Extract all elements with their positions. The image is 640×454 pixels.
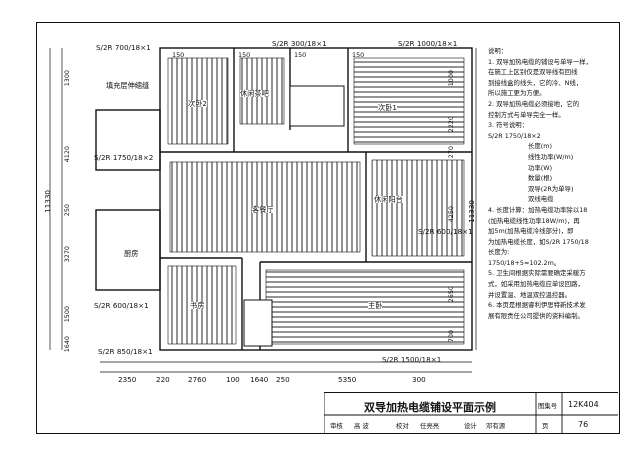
sign-role: 审核	[330, 422, 343, 430]
note-line: (加热电缆线性功率18W/m)，再	[488, 216, 580, 225]
room-label: 书房	[190, 301, 205, 310]
dim-bottom: 100	[226, 375, 240, 384]
dim-bottom: 220	[156, 375, 170, 384]
bathroom	[289, 85, 345, 127]
dim-right: 270	[447, 146, 455, 159]
note-line: 5. 卫生间根据实际需要确定采暖方	[488, 269, 586, 278]
dim-top: 150	[294, 51, 307, 59]
title-block-grid	[324, 393, 618, 433]
note-line: 到接线盒的线头，它的冷、N线，	[488, 78, 583, 87]
room-label: 休闲阳台	[374, 195, 403, 204]
cable-label: S/2R 600/18×1	[418, 227, 473, 236]
cable-zone-bedroom1	[353, 57, 465, 145]
dim-bottom: 2350	[118, 375, 137, 384]
room-label: 客餐厅	[252, 205, 274, 214]
dim-right: 4250	[447, 206, 455, 223]
sign-name: 邓有源	[486, 422, 506, 430]
cable-label: S/2R 1750/18×2	[94, 153, 154, 162]
expansion-joint-label: 填充层伸缩缝	[106, 81, 150, 90]
note-line: 在施工上区别仅是双导线有回线	[488, 68, 578, 77]
sign-role: 设计	[464, 422, 477, 430]
dim-right: 700	[447, 330, 455, 343]
cable-zone-balcony	[371, 159, 465, 257]
note-line: 线性功率(W/m)	[528, 152, 574, 161]
notes-panel: 说明： 1. 双导加热电缆的铺设与单导一样， 在施工上区别仅是双导线有回线 到接…	[488, 46, 616, 321]
note-line: 3. 符号说明：	[488, 121, 529, 130]
dim-left: 250	[63, 204, 71, 217]
room-label: 休闲茶吧	[240, 89, 269, 98]
cable-label: S/2R 1500/18×1	[382, 355, 442, 364]
note-line: S/2R 1750/18×2	[488, 131, 541, 140]
note-line: 双线电缆	[528, 195, 554, 204]
note-line: 加5m(加热电缆冷线部分)，即	[488, 227, 574, 236]
cable-label: S/2R 700/18×1	[96, 43, 151, 52]
title-block: 双导加热电缆铺设平面示例 图集号 12K404 页 76 审核 高 波 校对 任…	[324, 392, 618, 433]
dim-bottom: 250	[276, 375, 290, 384]
room-label: 厨房	[124, 249, 139, 258]
drawing-title: 双导加热电缆铺设平面示例	[364, 401, 496, 414]
room-label: 次卧2	[188, 99, 207, 108]
dim-left-outer: 11330	[43, 190, 52, 213]
outer-wall	[159, 47, 473, 351]
note-line: 长度为:	[488, 248, 510, 257]
note-line: 长度(m)	[528, 142, 552, 151]
dim-left: 1300	[63, 70, 71, 87]
dim-right: 2220	[447, 116, 455, 133]
balcony-wall	[95, 109, 161, 171]
cable-zone-master	[265, 269, 465, 345]
note-line: 6. 本页是根据睿利伊思特新技术发	[488, 301, 586, 310]
note-line: 功率(W)	[528, 163, 553, 172]
cable-label: S/2R 1000/18×1	[398, 39, 458, 48]
dim-bottom: 5350	[338, 375, 357, 384]
dim-left: 3270	[63, 246, 71, 263]
page-label: 页	[542, 422, 549, 430]
note-line: 所以施工更为方便。	[488, 89, 546, 98]
dim-right-outer: 11330	[467, 200, 476, 223]
note-line: 1750/18+5≈102.2m。	[488, 258, 561, 267]
note-line: 2. 双导加热电缆必须接地，它的	[488, 99, 580, 108]
note-line: 1. 双导加热电缆的铺设与单导一样，	[488, 57, 592, 66]
dim-bottom: 1640	[250, 375, 269, 384]
atlas-number: 12K404	[568, 400, 599, 409]
sign-name: 高 波	[354, 422, 369, 430]
note-line: 并设置温、地温双控温控器。	[488, 290, 572, 299]
room-label: 次卧1	[378, 103, 397, 112]
atlas-label: 图集号	[538, 402, 558, 410]
dim-bottom: 2760	[188, 375, 207, 384]
dim-top: 150	[238, 51, 251, 59]
dim-top: 150	[172, 51, 185, 59]
bathroom-2	[243, 299, 273, 347]
dim-left: 1500	[63, 306, 71, 323]
cable-label: S/2R 600/18×1	[94, 301, 149, 310]
page-number: 76	[578, 420, 589, 429]
cable-label: S/2R 300/18×1	[272, 39, 327, 48]
dim-right: 1000	[447, 70, 455, 87]
dim-right: 2650	[447, 286, 455, 303]
note-line: 为加热电缆长度，如S/2R 1750/18	[488, 237, 589, 246]
dim-top: 150	[352, 51, 365, 59]
note-line: 说明：	[488, 47, 508, 55]
note-line: 双导(2R为单导)	[528, 184, 574, 193]
note-line: 式，如采用加热电缆应单设回路，	[488, 280, 584, 289]
dim-left: 1640	[63, 336, 71, 353]
note-line: 数量(根)	[528, 174, 553, 183]
sign-name: 任亮亮	[420, 422, 440, 430]
kitchen-wall	[95, 209, 161, 291]
sheet-border	[36, 22, 620, 434]
note-line: 控制方式与单导完全一样。	[488, 110, 565, 119]
dim-bottom: 300	[412, 375, 426, 384]
note-line: 展有限责任公司提供的资料编制。	[488, 311, 584, 320]
cable-label: S/2R 850/18×1	[98, 347, 153, 356]
dim-left: 4120	[63, 146, 71, 163]
room-label: 主卧	[368, 301, 383, 310]
sign-role: 校对	[396, 422, 409, 430]
note-line: 4. 长度计算：加热电缆功率除以18	[488, 205, 588, 214]
